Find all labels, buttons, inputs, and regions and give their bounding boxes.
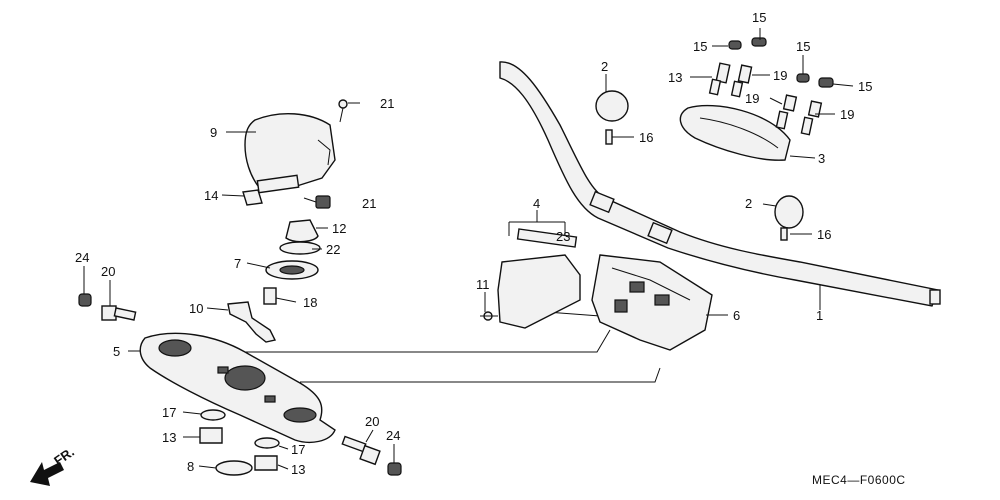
callout-12: 12 <box>332 221 346 236</box>
callout-leaders <box>83 28 854 470</box>
callout-3: 3 <box>818 151 825 166</box>
callout-15-b: 15 <box>693 39 707 54</box>
rubber-12 <box>265 219 321 280</box>
callout-21-mid: 21 <box>362 196 376 211</box>
switch-cover <box>480 228 581 329</box>
callout-7: 7 <box>234 256 241 271</box>
callout-14: 14 <box>204 188 218 203</box>
lower-left-parts <box>199 409 253 476</box>
callout-4: 4 <box>533 196 540 211</box>
callout-24-left: 24 <box>75 250 89 265</box>
part-14 <box>242 189 331 209</box>
callout-16-right: 16 <box>817 227 831 242</box>
callout-9: 9 <box>210 125 217 140</box>
callout-22: 22 <box>326 242 340 257</box>
callout-6: 6 <box>733 308 740 323</box>
callout-21-top: 21 <box>380 96 394 111</box>
callout-11: 11 <box>476 277 490 292</box>
front-direction-arrow <box>30 462 64 486</box>
bolt-20-left <box>78 293 137 321</box>
caps-15 <box>728 37 834 88</box>
callout-5: 5 <box>113 344 120 359</box>
bolts-19 <box>708 62 823 136</box>
callout-2-top: 2 <box>601 59 608 74</box>
callout-18: 18 <box>303 295 317 310</box>
callout-19-b: 19 <box>745 91 759 106</box>
callout-17-left: 17 <box>162 405 176 420</box>
callout-19-c: 19 <box>840 107 854 122</box>
callout-17-right: 17 <box>291 442 305 457</box>
callout-15-c: 15 <box>796 39 810 54</box>
handlebar-holder <box>679 104 791 161</box>
callout-15-d: 15 <box>858 79 872 94</box>
callout-13-right: 13 <box>291 462 305 477</box>
callout-23: 23 <box>556 229 570 244</box>
callout-2-right: 2 <box>745 196 752 211</box>
callout-1: 1 <box>816 308 823 323</box>
callout-20-left: 20 <box>101 264 115 279</box>
callout-15-a: 15 <box>752 10 766 25</box>
callout-13-left: 13 <box>162 430 176 445</box>
callout-20-right: 20 <box>365 414 379 429</box>
switch-housing <box>591 254 713 351</box>
top-bridge <box>139 332 336 443</box>
callout-labels: 21 9 14 21 12 22 7 10 18 24 20 5 17 13 8… <box>75 10 872 477</box>
lower-right-parts <box>254 435 402 476</box>
cover <box>244 112 336 194</box>
bolt-21-top <box>338 99 348 123</box>
callout-10: 10 <box>189 301 203 316</box>
bracket-10 <box>227 287 277 343</box>
handlebar <box>499 61 941 310</box>
callout-8: 8 <box>187 459 194 474</box>
weights-2 <box>595 90 804 241</box>
callout-24-right: 24 <box>386 428 400 443</box>
callout-19-a: 19 <box>773 68 787 83</box>
diagram-code: MEC4—F0600C <box>812 473 906 487</box>
callout-16-top: 16 <box>639 130 653 145</box>
callout-13-top: 13 <box>668 70 682 85</box>
